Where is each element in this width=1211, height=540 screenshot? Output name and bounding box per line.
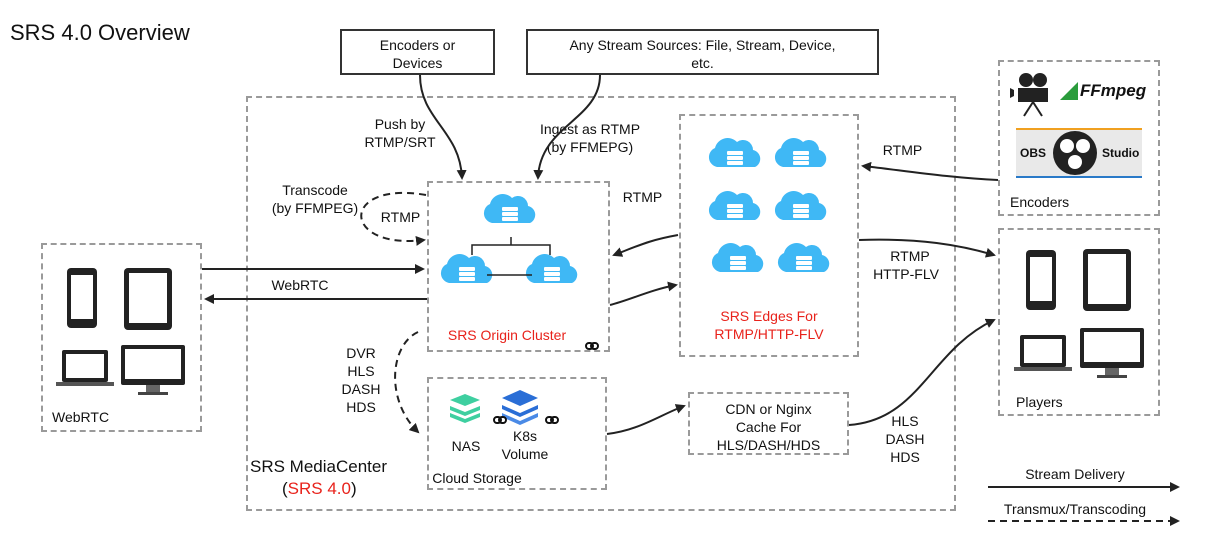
- cloud-server-icon: [525, 254, 578, 283]
- cloud-server-icon: [711, 243, 764, 272]
- k8s-label: K8s: [512, 428, 538, 444]
- player-rtmp-label-1: RTMP: [890, 248, 930, 264]
- encoder-rtmp-label: RTMP: [882, 142, 923, 158]
- any-stream-line1: Any Stream Sources: File, Stream, Device…: [569, 37, 836, 53]
- transcode-rtmp-label: RTMP: [380, 209, 421, 225]
- dvr-label-4: HDS: [346, 399, 376, 415]
- transcode-label-2: (by FFMPEG): [271, 200, 359, 216]
- cdn-box: CDN or Nginx Cache For HLS/DASH/HDS: [688, 392, 849, 455]
- version-open-paren: (: [282, 479, 288, 498]
- encoders-devices-line1: Encoders or: [379, 37, 456, 53]
- arrow-edge-to-players: [858, 238, 996, 258]
- laptop-icon: [56, 350, 114, 386]
- cdn-out-label-2: DASH: [885, 431, 925, 447]
- link-icon: [585, 342, 599, 350]
- cdn-out-label-1: HLS: [891, 413, 919, 429]
- mediacenter-region: [246, 96, 956, 511]
- phone-icon: [1026, 250, 1056, 310]
- cloud-server-icon: [774, 138, 827, 167]
- monitor-icon: [121, 345, 185, 395]
- ingest-label-1: Ingest as RTMP: [539, 121, 641, 137]
- any-stream-sources-box: Any Stream Sources: File, Stream, Device…: [526, 29, 879, 75]
- arrow-transcode-loop: [360, 192, 427, 246]
- cloud-server-icon: [777, 243, 830, 272]
- legend-transmux: Transmux/Transcoding: [1003, 501, 1147, 517]
- link-icon: [545, 416, 559, 424]
- players-caption: Players: [1016, 394, 1063, 410]
- encoders-devices-line2: Devices: [392, 55, 443, 71]
- arrow-cdn-to-players: [848, 318, 996, 426]
- edges-title-line2: RTMP/HTTP-FLV: [714, 326, 824, 342]
- encoders-devices-box: Encoders or Devices: [340, 29, 495, 75]
- monitor-icon: [1080, 328, 1144, 378]
- ingest-label-2: (by FFMEPG): [546, 139, 634, 155]
- arrow-storage-to-cdn: [606, 404, 686, 435]
- webrtc-clients-box: [41, 243, 202, 432]
- player-rtmp-label-2: HTTP-FLV: [873, 266, 939, 282]
- ffmpeg-logo-text: FFmpeg: [1080, 81, 1147, 100]
- arrow-push: [419, 74, 467, 180]
- dvr-label-1: DVR: [346, 345, 376, 361]
- mediacenter-title: SRS MediaCenter: [250, 457, 388, 476]
- obs-logo-right: Studio: [1102, 146, 1140, 160]
- cdn-line3: HLS/DASH/HDS: [716, 437, 821, 453]
- legend-stream-delivery: Stream Delivery: [1025, 466, 1125, 482]
- page-title: SRS 4.0 Overview: [10, 20, 190, 45]
- webrtc-box-caption: WebRTC: [52, 409, 110, 425]
- k8s-volume-label: Volume: [501, 446, 549, 462]
- mediacenter-version: (SRS 4.0): [282, 479, 357, 499]
- push-label-2: RTMP/SRT: [364, 134, 436, 150]
- origin-edge-rtmp-label: RTMP: [622, 189, 663, 205]
- tablet-icon: [124, 268, 172, 330]
- cloud-server-icon: [483, 194, 536, 223]
- obs-logo-left: OBS: [1020, 146, 1047, 160]
- dvr-label-3: DASH: [341, 381, 381, 397]
- version-close-paren: ): [350, 479, 357, 498]
- cloud-server-icon: [708, 191, 761, 220]
- nas-icon: [450, 394, 480, 423]
- link-icon: [493, 416, 507, 424]
- push-label-1: Push by: [374, 116, 426, 132]
- tablet-icon: [1083, 249, 1131, 311]
- version-text: SRS 4.0: [287, 479, 351, 498]
- players-box: [998, 228, 1160, 416]
- encoders-box: [998, 60, 1160, 216]
- arrow-edge-to-origin: [612, 234, 679, 257]
- any-stream-line2: etc.: [691, 55, 714, 71]
- cdn-out-label-3: HDS: [890, 449, 920, 465]
- edges-title-line1: SRS Edges For: [720, 308, 818, 324]
- layers-icon: [502, 390, 538, 425]
- camera-icon: [1010, 73, 1048, 117]
- arrow-ingest: [533, 74, 601, 180]
- obs-circle-icon: [1053, 131, 1097, 175]
- origin-cluster-title: SRS Origin Cluster: [447, 327, 567, 343]
- ffmpeg-logo: [1060, 82, 1078, 100]
- cloud-server-icon: [708, 138, 761, 167]
- webrtc-arrow-label: WebRTC: [271, 277, 329, 293]
- cdn-line2: Cache For: [735, 419, 802, 435]
- cloud-server-icon: [440, 254, 493, 283]
- laptop-icon: [1014, 335, 1072, 371]
- transcode-label-1: Transcode: [282, 182, 348, 198]
- dvr-label-2: HLS: [347, 363, 375, 379]
- edges-box: [679, 114, 859, 357]
- cloud-storage-caption: Cloud Storage: [432, 470, 522, 486]
- encoders-caption: Encoders: [1010, 194, 1070, 210]
- cloud-storage-box: [427, 377, 607, 490]
- origin-cluster-box: [427, 181, 610, 352]
- nas-label: NAS: [451, 438, 481, 454]
- cloud-server-icon: [774, 191, 827, 220]
- cluster-bracket: [471, 237, 551, 255]
- arrow-encoder-to-edge: [861, 161, 999, 181]
- phone-icon: [67, 268, 97, 328]
- arrow-dvr: [394, 331, 420, 434]
- cdn-line1: CDN or Nginx: [725, 401, 812, 417]
- arrow-origin-to-edge: [609, 281, 678, 306]
